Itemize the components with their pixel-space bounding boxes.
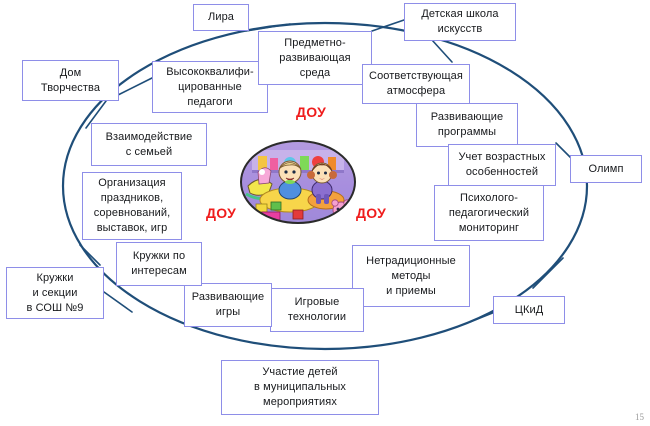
dou-label-right: ДОУ	[356, 205, 387, 221]
node-lira[interactable]: Лира	[193, 4, 249, 31]
page-number: 15	[635, 412, 644, 422]
node-ckid[interactable]: ЦКиД	[493, 296, 565, 324]
connector-dom-tvorchestva-top	[117, 77, 153, 96]
node-olimp[interactable]: Олимп	[570, 155, 642, 183]
main-ellipse	[61, 21, 589, 351]
connector-detskaya-shkola-bottom	[431, 39, 453, 63]
connector-dom-tvorchestva-bottom	[85, 100, 107, 129]
node-ckid-label: ЦКиД	[514, 303, 544, 316]
node-lira-label: Лира	[208, 11, 234, 23]
dou-label-left: ДОУ	[206, 205, 237, 221]
dou-label-top: ДОУ	[296, 104, 327, 120]
connector-detskaya-shkola-left	[371, 19, 405, 32]
children-playing-with-toys-icon	[240, 140, 356, 224]
node-olimp-label: Олимп	[588, 162, 624, 175]
connector-kruzhki-sosh-bottom	[103, 291, 133, 313]
